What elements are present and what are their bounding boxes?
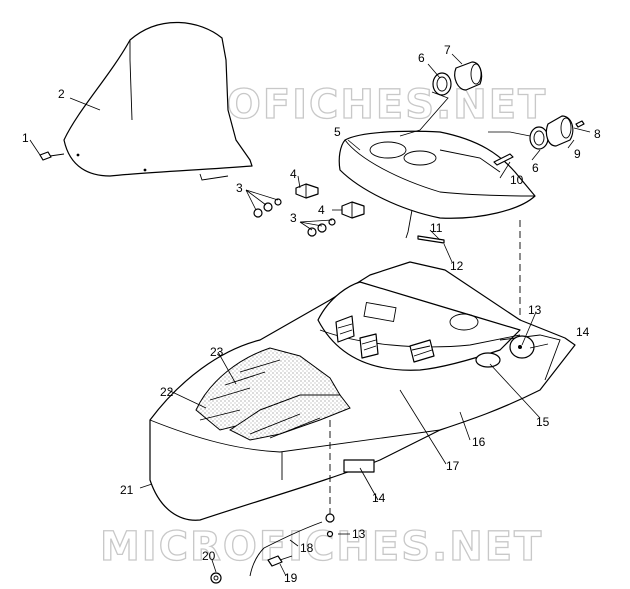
callout-12: 12 (450, 259, 464, 273)
callout-20: 20 (202, 549, 216, 563)
bolt (267, 555, 293, 567)
gauge-right (545, 115, 574, 147)
pin (417, 235, 445, 244)
watermark-bottom: MICROFICHES.NET (100, 524, 543, 570)
gauge-ring-left (432, 72, 452, 96)
windshield (63, 21, 253, 181)
callout-14: 14 (576, 325, 590, 339)
callout-6: 6 (418, 51, 425, 65)
callout-19: 19 (284, 571, 298, 585)
bracket-upper (295, 183, 319, 199)
callout-15: 15 (536, 415, 550, 429)
callout-17: 17 (446, 459, 460, 473)
callout-6: 6 (532, 161, 539, 175)
callout-3: 3 (236, 181, 243, 195)
fastener-lower (326, 530, 334, 538)
nut (210, 572, 222, 584)
gauge-ring-right (529, 126, 549, 150)
hood-assembly (149, 261, 576, 521)
callout-11: 11 (430, 221, 443, 235)
callout-9: 9 (574, 147, 581, 161)
side-badge (343, 459, 375, 473)
screw (39, 151, 65, 161)
callout-8: 8 (594, 127, 601, 141)
bracket-lower (341, 201, 365, 219)
callout-3: 3 (290, 211, 297, 225)
washer-nut-set-upper (253, 198, 282, 218)
callout-21: 21 (120, 483, 134, 497)
cable (249, 513, 335, 577)
callout-14: 14 (372, 491, 386, 505)
callout-23: 23 (210, 345, 224, 359)
callout-2: 2 (58, 87, 65, 101)
callout-13: 13 (352, 527, 366, 541)
callout-13: 13 (528, 303, 542, 317)
wire (405, 209, 413, 239)
callout-16: 16 (472, 435, 486, 449)
callout-7: 7 (444, 43, 451, 57)
callout-22: 22 (160, 385, 174, 399)
gauge-left (454, 61, 483, 91)
callout-1: 1 (22, 131, 29, 145)
callout-5: 5 (334, 125, 341, 139)
cable-clip (493, 153, 514, 166)
callout-4: 4 (318, 203, 325, 217)
console-panel (338, 130, 536, 219)
callout-18: 18 (300, 541, 314, 555)
washer-nut-set-lower (307, 218, 336, 237)
callout-10: 10 (510, 173, 524, 187)
callout-4: 4 (290, 167, 297, 181)
bulb (575, 120, 585, 128)
